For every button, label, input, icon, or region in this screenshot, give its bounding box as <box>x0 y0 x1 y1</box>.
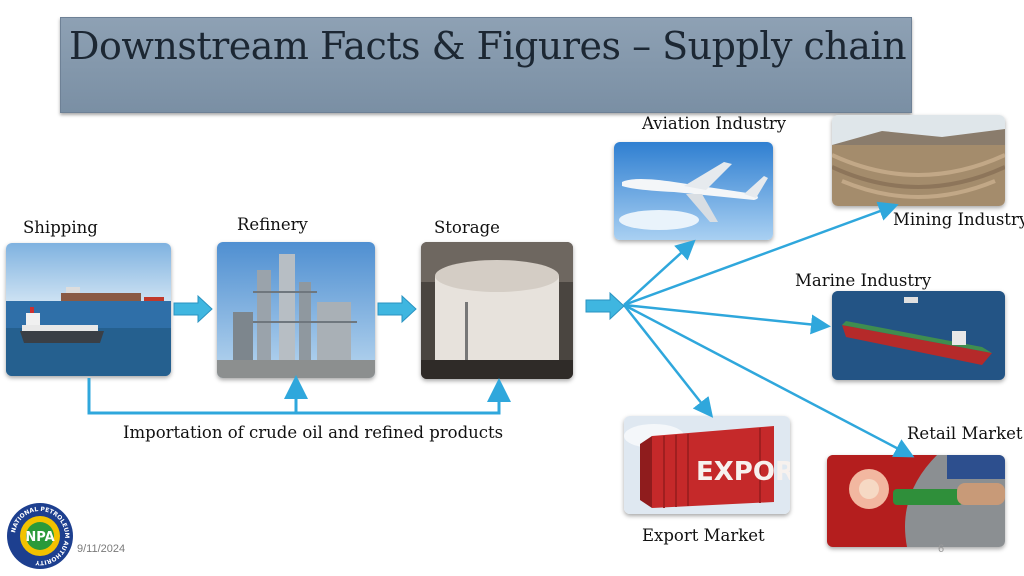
storage-image <box>421 242 573 379</box>
logo-initials: NPA <box>25 530 54 545</box>
distribution-lines <box>623 201 915 458</box>
label-import-caption: Importation of crude oil and refined pro… <box>123 423 504 442</box>
refinery-image <box>217 242 375 378</box>
import-bracket <box>87 375 511 415</box>
label-retail: Retail Market <box>907 424 1023 443</box>
label-mining: Mining Industry <box>893 210 1024 229</box>
export-sign-text: EXPORT <box>696 457 790 487</box>
retail-image <box>827 455 1005 547</box>
arrow-shipping-refinery <box>173 294 213 324</box>
label-shipping: Shipping <box>23 218 98 237</box>
label-aviation: Aviation Industry <box>642 114 787 133</box>
export-image: EXPORT <box>624 416 790 514</box>
label-refinery: Refinery <box>237 215 308 234</box>
marine-image <box>832 291 1005 380</box>
aviation-image <box>614 142 773 240</box>
mining-image <box>832 115 1005 206</box>
arrow-refinery-storage <box>377 294 417 324</box>
arrow-storage-distribution <box>585 291 625 321</box>
npa-logo: NATIONAL PETROLEUM AUTHORITY NPA <box>6 502 74 570</box>
label-marine: Marine Industry <box>795 271 932 290</box>
slide-date: 9/11/2024 <box>77 543 126 555</box>
label-storage: Storage <box>434 218 500 237</box>
label-export: Export Market <box>642 526 765 545</box>
title-bar: Downstream Facts & Figures – Supply chai… <box>60 17 912 113</box>
shipping-image <box>6 243 171 376</box>
page-number: 6 <box>938 543 945 555</box>
slide-title: Downstream Facts & Figures – Supply chai… <box>69 24 907 68</box>
